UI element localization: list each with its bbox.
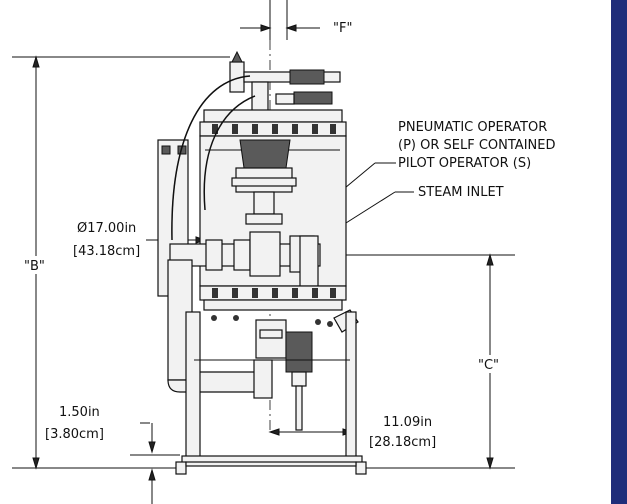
offset-in-label: 11.09in (383, 415, 432, 430)
dimension-c-label: "C" (478, 358, 499, 373)
frame-border (611, 0, 627, 504)
operator-note: PNEUMATIC OPERATOR (P) OR SELF CONTAINED… (286, 120, 555, 251)
height-cm-label: [3.80cm] (45, 427, 104, 442)
diameter-callout: Ø17.00in [43.18cm] (73, 221, 207, 259)
operator-line-3: PILOT OPERATOR (S) (398, 156, 531, 171)
dimension-b: "B" (12, 55, 230, 470)
humidifier-assembly (157, 40, 367, 475)
operator-line-2: (P) OR SELF CONTAINED (398, 138, 555, 153)
steam-inlet-label: STEAM INLET (418, 185, 504, 200)
dimension-f: "F" (240, 0, 352, 40)
diameter-in-label: Ø17.00in (77, 221, 136, 236)
height-callout: 1.50in [3.80cm] (45, 405, 180, 504)
operator-line-1: PNEUMATIC OPERATOR (398, 120, 547, 135)
dimension-c: "C" (300, 253, 515, 470)
dimension-f-label: "F" (333, 21, 352, 36)
diameter-cm-label: [43.18cm] (73, 244, 140, 259)
height-in-label: 1.50in (59, 405, 100, 420)
dimension-b-label: "B" (24, 259, 45, 274)
offset-cm-label: [28.18cm] (369, 435, 436, 450)
